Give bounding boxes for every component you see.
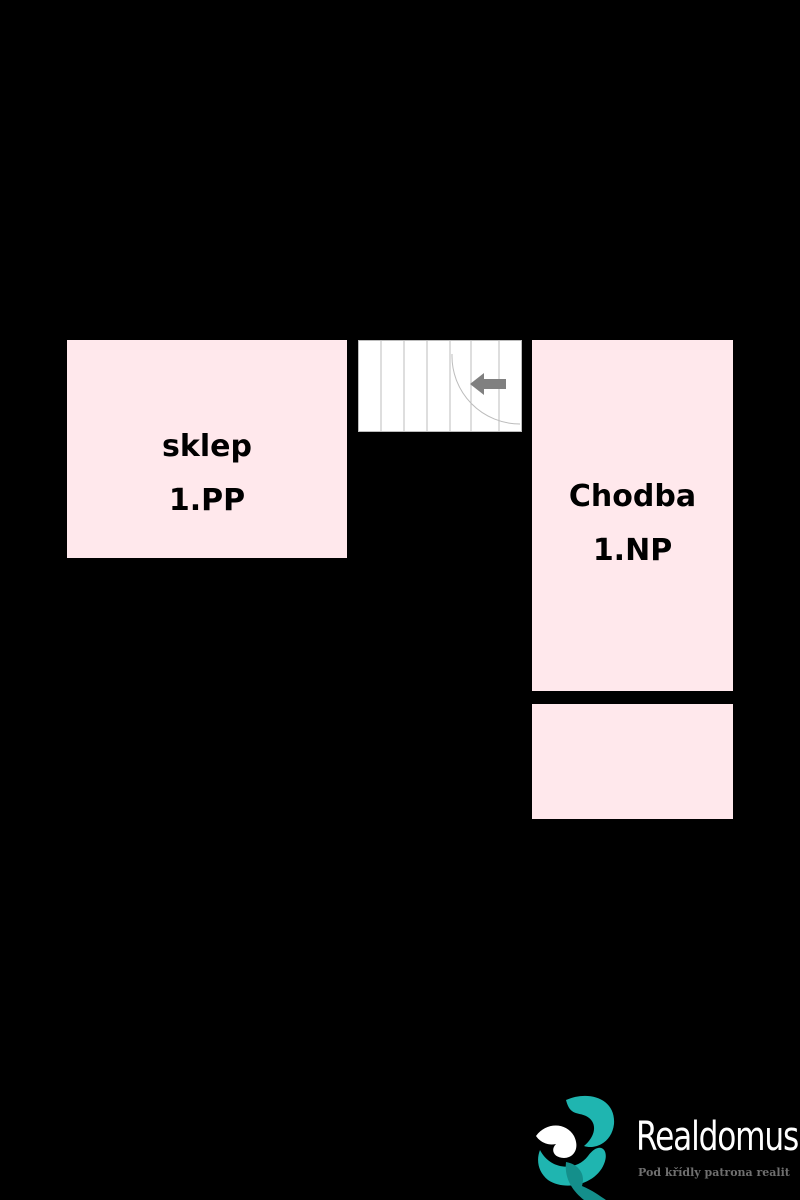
room-sklep: sklep 1.PP [67, 340, 347, 558]
room-chodba-level: 1.NP [592, 533, 673, 568]
room-sklep-name: sklep [162, 429, 252, 464]
logo-name: Realdomus [636, 1114, 799, 1160]
room-unlabeled [532, 704, 733, 819]
room-chodba-name: Chodba [568, 479, 697, 514]
realdomus-logo: Realdomus Pod křídly patrona realit [526, 1092, 800, 1200]
logo-tagline: Pod křídly patrona realit [638, 1166, 790, 1179]
room-sklep-level: 1.PP [168, 483, 246, 518]
arrow-left-icon [470, 373, 506, 395]
bird-logo-icon [536, 1095, 615, 1200]
staircase-icon [358, 340, 522, 432]
room-chodba: Chodba 1.NP [532, 340, 733, 691]
